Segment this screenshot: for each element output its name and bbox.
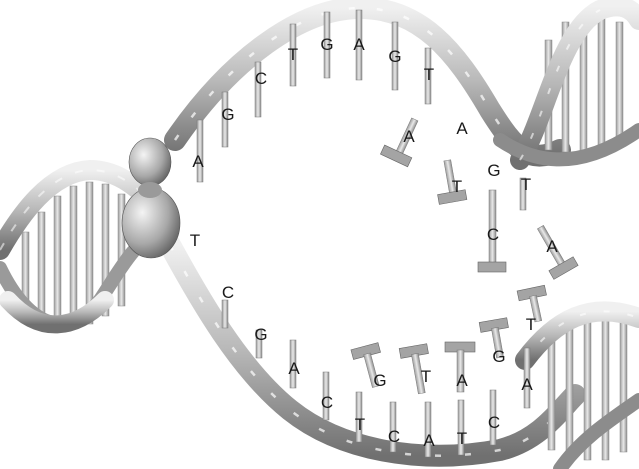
top-base-4: G (320, 35, 333, 54)
free-nucleotides-bottom: G T A G T A (351, 285, 552, 408)
free-bottom-base-2: T (421, 367, 431, 386)
top-base-7: T (424, 65, 434, 84)
upper-right-helix (500, 6, 639, 160)
bottom-base-1: T (190, 231, 200, 250)
bottom-base-10: C (488, 413, 500, 432)
top-base-3: T (288, 45, 298, 64)
top-base-6: G (388, 47, 401, 66)
bottom-base-6: T (355, 415, 365, 434)
free-bottom-base-5: T (526, 315, 536, 334)
free-bottom-base-1: G (373, 371, 386, 390)
bottom-base-5: C (321, 393, 333, 412)
top-base-5: A (353, 35, 365, 54)
top-base-8: A (192, 152, 204, 171)
free-top-base-2: A (456, 119, 468, 138)
bottom-base-9: T (457, 429, 467, 448)
polymerase-icon (122, 138, 180, 258)
top-base-1: G (221, 105, 234, 124)
bottom-base-8: A (423, 431, 435, 450)
free-top-base-3: T (452, 177, 462, 196)
free-bottom-base-6: A (521, 375, 533, 394)
free-top-base-7: A (546, 237, 558, 256)
top-base-2: C (255, 69, 267, 88)
bottom-base-2: C (222, 283, 234, 302)
free-top-base-5: T (521, 175, 531, 194)
free-top-base-4: G (487, 161, 500, 180)
bottom-base-4: A (288, 359, 300, 378)
free-bottom-base-4: G (492, 347, 505, 366)
free-bottom-base-3: A (456, 371, 468, 390)
bottom-base-3: G (254, 325, 267, 344)
free-top-base-6: C (487, 225, 499, 244)
top-template-strand: G C T G A G T A (175, 8, 560, 182)
bottom-base-7: C (388, 427, 400, 446)
free-top-base-1: A (403, 127, 415, 146)
